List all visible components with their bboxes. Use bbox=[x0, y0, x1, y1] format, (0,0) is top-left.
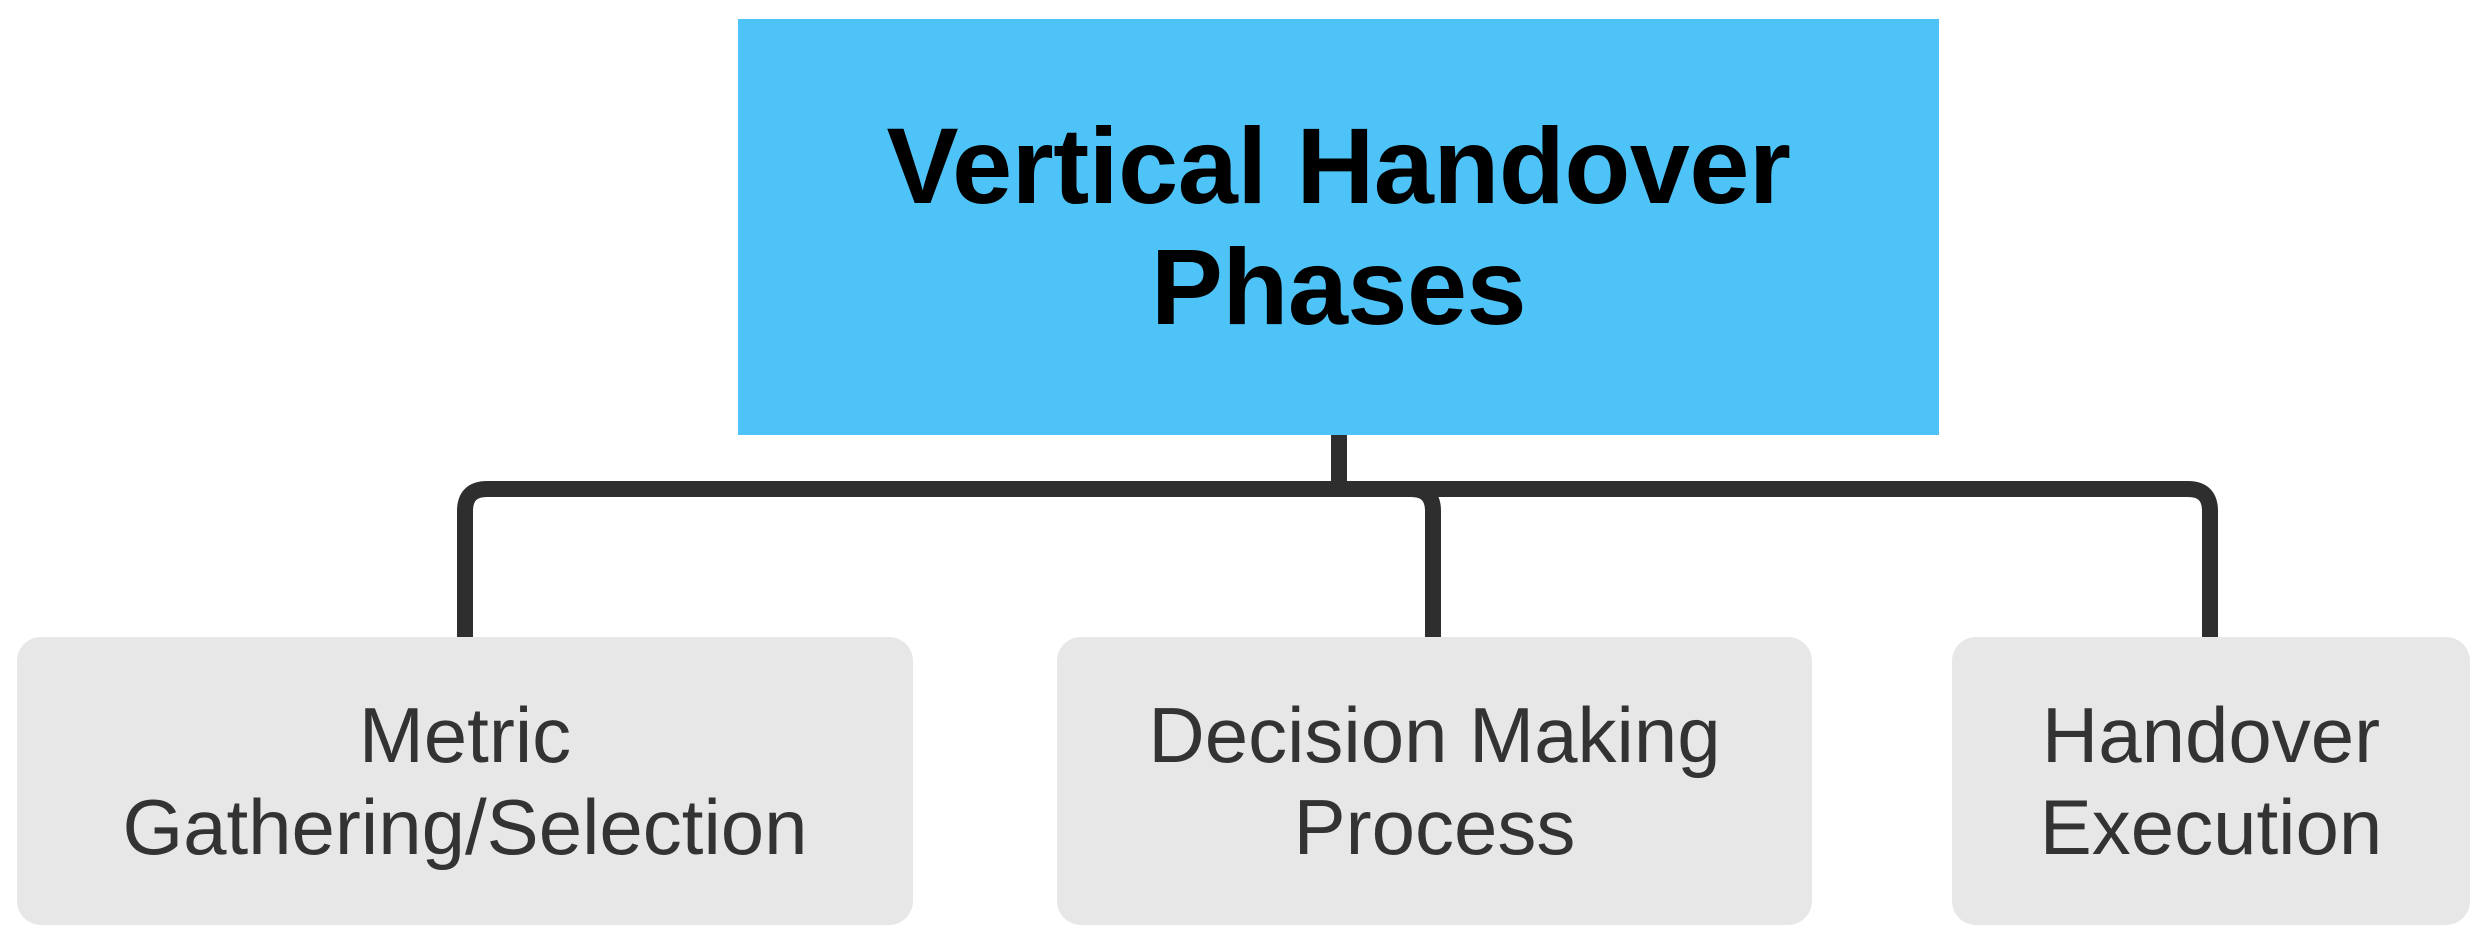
leaf-node-label: Metric Gathering/Selection bbox=[122, 690, 808, 871]
connector-branch-left bbox=[457, 481, 1339, 645]
leaf-node-label: Decision Making Process bbox=[1148, 690, 1721, 871]
connector-branch-right bbox=[1339, 481, 2218, 645]
leaf-node-handover-execution[interactable]: Handover Execution bbox=[1952, 637, 2470, 925]
leaf-node-decision-making-process[interactable]: Decision Making Process bbox=[1057, 637, 1812, 925]
leaf-node-label: Handover Execution bbox=[2039, 690, 2383, 871]
root-node-vertical-handover-phases[interactable]: Vertical Handover Phases bbox=[738, 19, 1939, 435]
connector-branch-middle bbox=[1339, 481, 1441, 645]
leaf-node-metric-gathering-selection[interactable]: Metric Gathering/Selection bbox=[17, 637, 913, 925]
root-node-label: Vertical Handover Phases bbox=[886, 105, 1791, 347]
